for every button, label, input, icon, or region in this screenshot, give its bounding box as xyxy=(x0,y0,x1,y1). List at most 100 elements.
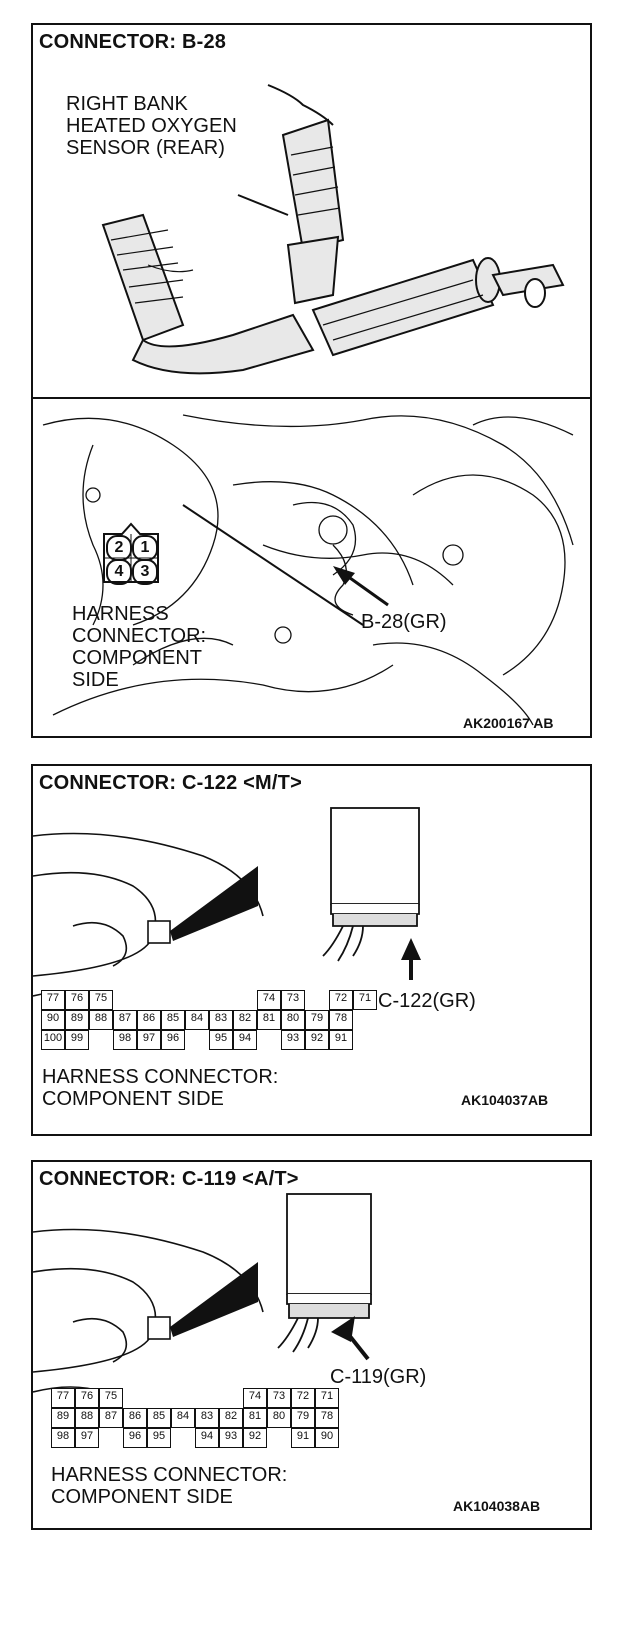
pin-88: 88 xyxy=(75,1408,99,1428)
pin-76: 76 xyxy=(65,990,89,1010)
pin-80: 80 xyxy=(267,1408,291,1428)
connector-b28-panel: CONNECTOR: B-28 RIGHT BANK HEATED OXYGEN… xyxy=(31,23,592,738)
pin-blank xyxy=(233,990,257,1010)
pin-96: 96 xyxy=(123,1428,147,1448)
figure-code: AK104037AB xyxy=(461,1092,549,1108)
pin-79: 79 xyxy=(305,1010,329,1030)
pin-76: 76 xyxy=(75,1388,99,1408)
pin-86: 86 xyxy=(137,1010,161,1030)
pin-91: 91 xyxy=(329,1030,353,1050)
pin-74: 74 xyxy=(243,1388,267,1408)
pin-85: 85 xyxy=(147,1408,171,1428)
pin-blank xyxy=(147,1388,171,1408)
exhaust-and-engine-illustration xyxy=(33,84,590,726)
pin-78: 78 xyxy=(329,1010,353,1030)
pin-92: 92 xyxy=(243,1428,267,1448)
four-pin-connector: 2 1 4 3 xyxy=(100,520,162,585)
pin-81: 81 xyxy=(243,1408,267,1428)
pin-77: 77 xyxy=(41,990,65,1010)
pin-72: 72 xyxy=(329,990,353,1010)
pin-78: 78 xyxy=(315,1408,339,1428)
pin-96: 96 xyxy=(161,1030,185,1050)
harness-label-line-2: COMPONENT SIDE xyxy=(51,1486,233,1508)
pin-87: 87 xyxy=(113,1010,137,1030)
pin-83: 83 xyxy=(209,1010,233,1030)
panel-title: CONNECTOR: B-28 xyxy=(39,31,227,53)
pin-82: 82 xyxy=(233,1010,257,1030)
pin-73: 73 xyxy=(267,1388,291,1408)
pin-87: 87 xyxy=(99,1408,123,1428)
figure-code: AK104038AB xyxy=(453,1498,541,1514)
pin-88: 88 xyxy=(89,1010,113,1030)
pin-blank xyxy=(305,990,329,1010)
panel-title: CONNECTOR: C-122 <M/T> xyxy=(39,772,302,794)
pin-93: 93 xyxy=(281,1030,305,1050)
harness-label-line-2: CONNECTOR: xyxy=(72,625,207,647)
pin-95: 95 xyxy=(147,1428,171,1448)
sensor-label-line-3: SENSOR (REAR) xyxy=(66,137,225,159)
pin-blank xyxy=(267,1428,291,1448)
pin-80: 80 xyxy=(281,1010,305,1030)
harness-label-line-4: SIDE xyxy=(72,669,119,691)
pin-blank xyxy=(209,990,233,1010)
pin-blank xyxy=(113,990,137,1010)
pin-84: 84 xyxy=(171,1408,195,1428)
pin-89: 89 xyxy=(65,1010,89,1030)
callout-b28: B-28(GR) xyxy=(361,611,447,633)
harness-label-line-1: HARNESS xyxy=(72,603,169,625)
pin-91: 91 xyxy=(291,1428,315,1448)
pin-73: 73 xyxy=(281,990,305,1010)
pin-2: 2 xyxy=(106,535,132,561)
harness-label-line-2: COMPONENT SIDE xyxy=(42,1088,224,1110)
sensor-label-line-2: HEATED OXYGEN xyxy=(66,115,237,137)
pin-blank xyxy=(99,1428,123,1448)
pin-77: 77 xyxy=(51,1388,75,1408)
pin-82: 82 xyxy=(219,1408,243,1428)
pin-75: 75 xyxy=(89,990,113,1010)
pin-71: 71 xyxy=(315,1388,339,1408)
pin-90: 90 xyxy=(41,1010,65,1030)
pin-71: 71 xyxy=(353,990,377,1010)
pin-blank xyxy=(171,1428,195,1448)
pin-blank xyxy=(137,990,161,1010)
pin-74: 74 xyxy=(257,990,281,1010)
pin-blank xyxy=(185,1030,209,1050)
pin-75: 75 xyxy=(99,1388,123,1408)
pin-100: 100 xyxy=(41,1030,65,1050)
pin-92: 92 xyxy=(305,1030,329,1050)
pin-93: 93 xyxy=(219,1428,243,1448)
pin-89: 89 xyxy=(51,1408,75,1428)
pin-97: 97 xyxy=(75,1428,99,1448)
pin-blank xyxy=(219,1388,243,1408)
pin-83: 83 xyxy=(195,1408,219,1428)
pin-95: 95 xyxy=(209,1030,233,1050)
pin-85: 85 xyxy=(161,1010,185,1030)
pin-blank xyxy=(195,1388,219,1408)
callout-c119: C-119(GR) xyxy=(330,1366,427,1388)
pin-79: 79 xyxy=(291,1408,315,1428)
pin-84: 84 xyxy=(185,1010,209,1030)
pin-98: 98 xyxy=(51,1428,75,1448)
pin-3: 3 xyxy=(132,559,158,585)
pin-94: 94 xyxy=(195,1428,219,1448)
pin-blank xyxy=(257,1030,281,1050)
pin-1: 1 xyxy=(132,535,158,561)
pin-99: 99 xyxy=(65,1030,89,1050)
pin-blank xyxy=(171,1388,195,1408)
pin-94: 94 xyxy=(233,1030,257,1050)
callout-c122: C-122(GR) xyxy=(378,990,476,1012)
harness-label-line-1: HARNESS CONNECTOR: xyxy=(51,1464,288,1486)
panel-title: CONNECTOR: C-119 <A/T> xyxy=(39,1168,299,1190)
harness-label-line-3: COMPONENT xyxy=(72,647,202,669)
pin-72: 72 xyxy=(291,1388,315,1408)
pin-blank xyxy=(161,990,185,1010)
harness-label-line-1: HARNESS CONNECTOR: xyxy=(42,1066,279,1088)
pin-blank xyxy=(185,990,209,1010)
dashboard-illustration xyxy=(33,807,421,997)
pin-86: 86 xyxy=(123,1408,147,1428)
figure-code: AK200167 AB xyxy=(463,715,554,731)
